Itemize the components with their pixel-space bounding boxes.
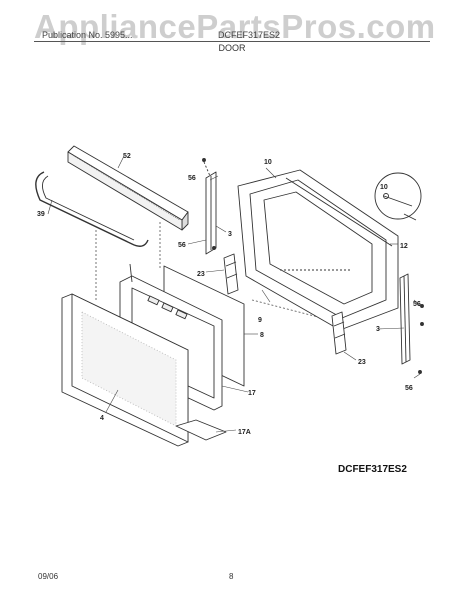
part-label-39: 39 xyxy=(37,211,45,218)
side-bracket-left xyxy=(202,158,217,255)
hinge-lower xyxy=(331,311,347,355)
footer-page-number: 8 xyxy=(229,572,234,581)
hinge-upper xyxy=(223,253,239,295)
model-code: DCFEF317ES2 xyxy=(338,464,407,475)
part-label-56-lower-left: 56 xyxy=(178,242,186,249)
part-label-23-lower: 23 xyxy=(358,359,366,366)
footer-date: 09/06 xyxy=(38,572,59,581)
side-bracket-right xyxy=(399,273,424,374)
part-label-56-upper-left: 56 xyxy=(188,175,196,182)
part-label-12: 12 xyxy=(400,243,408,250)
bottom-trim xyxy=(175,419,227,441)
part-label-3-right: 3 xyxy=(376,326,380,333)
part-label-23-upper: 23 xyxy=(197,271,205,278)
top-trim-bar xyxy=(67,145,189,231)
part-label-52: 52 xyxy=(123,153,131,160)
section-title: DOOR xyxy=(218,43,246,53)
publication-header: Publication No. 5995... xyxy=(42,30,133,40)
part-label-10-inset: 10 xyxy=(380,184,388,191)
part-label-56-right-lower: 56 xyxy=(405,385,413,392)
part-label-3-left: 3 xyxy=(228,231,232,238)
part-label-8: 8 xyxy=(260,332,264,339)
part-label-4: 4 xyxy=(100,415,104,422)
inner-door-liner xyxy=(237,169,399,331)
model-header: DCFEF317ES2 xyxy=(218,30,281,40)
handle xyxy=(35,171,149,247)
part-label-17: 17 xyxy=(248,390,256,397)
part-label-17A: 17A xyxy=(238,429,251,436)
header-rule xyxy=(34,41,430,42)
part-label-56-right-upper: 56 xyxy=(413,301,421,308)
part-label-9: 9 xyxy=(258,317,262,324)
watermark: AppliancePartsPros.com xyxy=(34,8,436,45)
part-label-10: 10 xyxy=(264,159,272,166)
inset-part-10 xyxy=(374,172,422,221)
